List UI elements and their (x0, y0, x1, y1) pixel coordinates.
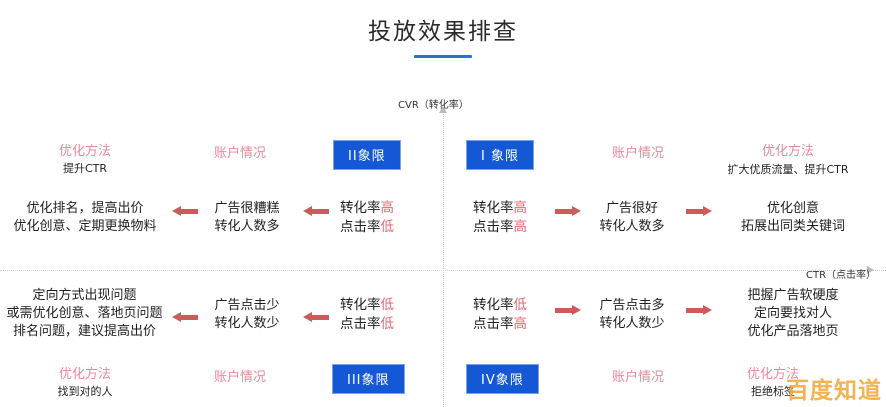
ctr-axis-label: CTR（点击率） (806, 270, 877, 281)
ctr-axis-arrow-icon (867, 266, 874, 274)
q4-method-heading: 优化方法 (746, 367, 799, 382)
q2-badge[interactable]: II象限 (333, 140, 401, 170)
q4-account-text: 广告点击多 转化人数少 (599, 298, 665, 331)
q2-account-heading: 账户情况 (213, 146, 266, 161)
q3-arrow-to-account-icon (303, 312, 329, 323)
q4-method-text: 把握广告软硬度 定向要找对人 优化产品落地页 (747, 288, 839, 339)
title-underline (414, 55, 472, 58)
q2-method-heading: 优化方法 (58, 144, 111, 159)
q3-account-heading: 账户情况 (213, 370, 266, 385)
q1-arrow-to-method-icon (686, 206, 712, 217)
q4-rate-text: 转化率低 点击率高 (473, 297, 527, 332)
cvr-axis-arrow-icon (439, 106, 447, 113)
watermark: 百度知道 (786, 378, 882, 404)
cvr-axis-line (443, 112, 444, 407)
q3-method-sub: 找到对的人 (57, 385, 113, 398)
q3-account-text: 广告点击少 转化人数少 (214, 298, 280, 331)
q3-arrow-to-method-icon (172, 312, 198, 323)
q1-method-heading: 优化方法 (761, 144, 814, 159)
q1-badge[interactable]: I 象限 (466, 140, 534, 170)
q4-account-heading: 账户情况 (611, 370, 664, 385)
q1-arrow-to-account-icon (555, 206, 581, 217)
q3-method-text: 定向方式出现问题 或需优化创意、落地页问题 排名问题，建议提高出价 (6, 288, 163, 339)
q1-account-text: 广告很好 转化人数多 (599, 201, 665, 234)
q4-method-sub: 拒绝标签 (751, 385, 795, 398)
page-title: 投放效果排查 (368, 19, 518, 45)
q3-badge[interactable]: III象限 (332, 364, 405, 394)
cvr-axis-label: CVR（转化率） (398, 100, 469, 111)
q1-method-text: 优化创意 拓展出同类关键词 (740, 201, 845, 234)
q2-arrow-to-account-icon (303, 206, 329, 217)
q1-method-sub: 扩大优质流量、提升CTR (727, 163, 849, 176)
q2-account-text: 广告很糟糕 转化人数多 (214, 201, 280, 234)
q2-method-text: 优化排名，提高出价 优化创意、定期更换物料 (13, 201, 157, 234)
q2-method-sub: 提升CTR (62, 162, 108, 175)
q4-arrow-to-method-icon (686, 305, 712, 316)
q3-rate-text: 转化率低 点击率低 (340, 297, 394, 332)
q1-rate-text: 转化率高 点击率高 (473, 200, 527, 235)
q4-arrow-to-account-icon (555, 305, 581, 316)
ctr-axis-line (0, 270, 886, 271)
q3-method-heading: 优化方法 (58, 367, 111, 382)
q2-rate-text: 转化率高 点击率低 (340, 200, 394, 235)
q2-arrow-to-method-icon (172, 206, 198, 217)
q4-badge[interactable]: IV象限 (466, 364, 539, 394)
page-header: 投放效果排查 (0, 0, 886, 58)
q1-account-heading: 账户情况 (611, 146, 664, 161)
